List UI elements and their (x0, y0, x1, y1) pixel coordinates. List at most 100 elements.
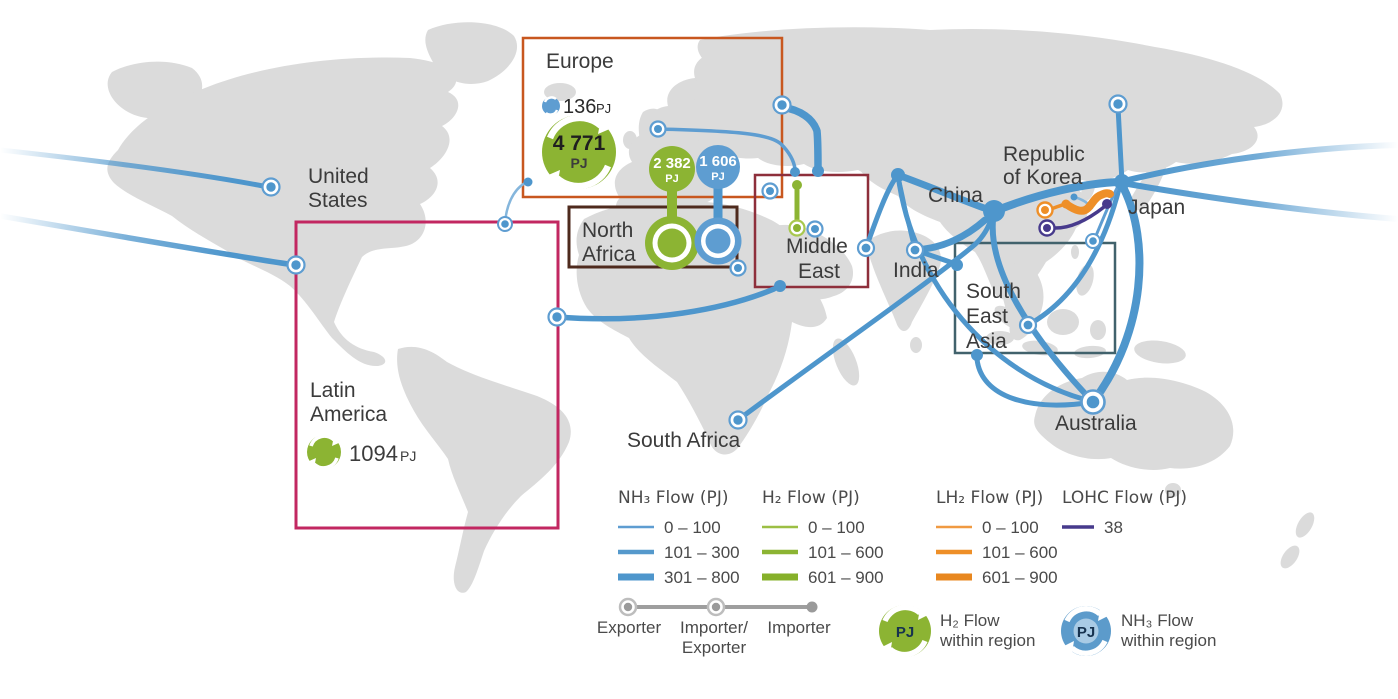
exporter-ring-australia (1080, 389, 1106, 415)
region-label-north-africa-2: Africa (582, 243, 636, 266)
region-label-south-africa: South Africa (627, 429, 741, 452)
h2-ring-me (788, 219, 806, 237)
legend-lh2-range-2: 101 – 600 (982, 543, 1058, 562)
region-label-europe: Europe (546, 50, 614, 73)
flow-circles: 4 771 PJ 136 PJ 2 382 PJ 1 606 PJ (307, 96, 742, 470)
europe-box (521, 36, 784, 199)
importer-dot-sea-south (971, 349, 983, 361)
legend-lh2-range-3: 601 – 900 (982, 568, 1058, 587)
na-nh3-value: 1 606 (699, 153, 737, 170)
europe-nh3-within-value: 136 (563, 96, 596, 118)
legend-lohc-title: LOHC Flow (PJ) (1062, 488, 1187, 508)
importer-dot-china (983, 200, 1005, 222)
legend: NH₃ Flow (PJ) 0 – 100 101 – 300 301 – 80… (597, 488, 1216, 658)
flow-russia-to-japan (1115, 104, 1125, 185)
exporter-ring-me-inner (806, 220, 824, 238)
legend-lh2-range-1: 0 – 100 (982, 518, 1039, 537)
legend-nh3-range-3: 301 – 800 (664, 568, 740, 587)
region-label-india: India (893, 259, 939, 282)
region-labels: Europe United States Latin America North… (308, 50, 1185, 452)
lohc-dot-japan (1102, 199, 1112, 209)
exporter-ring-uk (649, 120, 667, 138)
region-label-middle-east-1: Middle (786, 235, 848, 258)
importer-dot-me-top2 (812, 165, 824, 177)
middle-east-box (753, 173, 870, 289)
legend-importer-label: Importer (767, 618, 831, 637)
lohc-ring-korea (1038, 219, 1056, 237)
legend-importer-dot (806, 601, 818, 613)
north-africa-h2-value-bubble: 2 382 PJ (649, 146, 695, 192)
legend-nh3-badge-label-1: NH₃ Flow (1121, 611, 1194, 630)
south-east-asia-box (953, 241, 1117, 355)
latam-h2-within-unit: PJ (400, 448, 416, 464)
europe-nh3-within-icon (542, 96, 560, 116)
region-label-korea-1: Republic (1003, 143, 1085, 166)
north-africa-nh3-export-circle (694, 217, 742, 265)
legend-nh3-badge-pj: PJ (1077, 624, 1095, 641)
region-label-sea-1: South (966, 280, 1021, 303)
region-label-japan: Japan (1128, 196, 1185, 219)
legend-h2-range-3: 601 – 900 (808, 568, 884, 587)
na-nh3-unit: PJ (711, 171, 724, 183)
legend-lohc-range-1: 38 (1104, 518, 1123, 537)
exporter-ring-me-west (761, 182, 779, 200)
legend-nh3-title: NH₃ Flow (PJ) (618, 488, 728, 508)
region-label-latin-america-1: Latin (310, 379, 356, 402)
importer-dot-me-bottom (774, 280, 786, 292)
flow-north-europe-to-middle-east (778, 103, 822, 172)
exporter-ring-sea-inner (1018, 315, 1038, 335)
region-label-united-states-1: United (308, 165, 369, 188)
flow-pacific-to-us-north (0, 147, 266, 189)
legend-exporter-label: Exporter (597, 618, 662, 637)
region-label-united-states-2: States (308, 189, 368, 212)
legend-importer-exporter-label-1: Importer/ (680, 618, 748, 637)
latam-h2-within-value: 1094 (349, 441, 398, 466)
flow-korea-to-japan-lohc (1051, 205, 1106, 230)
flow-hub-to-china (894, 171, 988, 212)
legend-nh3-range-2: 101 – 300 (664, 543, 740, 562)
north-africa-h2-export-circle (645, 216, 699, 270)
legend-lh2-title: LH₂ Flow (PJ) (936, 488, 1043, 508)
importer-dot-central-asia (891, 168, 905, 182)
legend-h2-badge-label-1: H₂ Flow (940, 611, 1000, 630)
region-label-middle-east-2: East (798, 260, 840, 283)
legend-h2-range-1: 0 – 100 (808, 518, 865, 537)
legend-importer-exporter-label-2: Exporter (682, 638, 747, 657)
importer-dot-japan-hub (1114, 174, 1130, 190)
region-label-north-africa-1: North (582, 219, 633, 242)
importer-dot-europe (523, 177, 533, 187)
legend-h2-title: H₂ Flow (PJ) (762, 488, 860, 508)
legend-node-markers: Exporter Importer/ Exporter Importer (597, 597, 831, 657)
h2-dot-me (792, 180, 802, 190)
exporter-ring-india (905, 240, 925, 260)
region-label-china: China (928, 184, 983, 207)
flow-japan-to-pacific-north (1125, 142, 1398, 183)
exporter-ring-south-africa (728, 410, 748, 430)
flow-japan-to-pacific-south (1125, 181, 1398, 222)
exporter-ring-me-east (856, 238, 876, 258)
region-label-australia: Australia (1055, 412, 1137, 435)
north-africa-nh3-value-bubble: 1 606 PJ (696, 145, 740, 189)
europe-nh3-within-unit: PJ (596, 101, 611, 116)
legend-nh3-badge-label-2: within region (1120, 631, 1216, 650)
flow-australia-to-sea (974, 356, 1096, 408)
h2-lh2-lohc-flow-lines (667, 183, 1114, 230)
na-h2-unit: PJ (665, 173, 678, 185)
flow-korea-to-japan-lh2 (1062, 189, 1114, 215)
flow-latam-to-middle-east (554, 286, 777, 322)
exporter-rings (261, 94, 1128, 430)
region-boxes (294, 36, 1117, 530)
legend-nh3-within-badge: PJ NH₃ Flow within region (1061, 606, 1216, 656)
legend-h2-badge-pj: PJ (896, 624, 914, 641)
legend-h2-within-badge: PJ H₂ Flow within region (879, 604, 1035, 658)
latam-h2-within-icon (307, 434, 341, 470)
europe-h2-within-value: 4 771 (553, 132, 606, 155)
flow-australia-to-china (989, 217, 1096, 405)
europe-h2-within-unit: PJ (570, 155, 587, 171)
region-label-korea-2: of Korea (1003, 166, 1083, 189)
flow-sea-to-japan (1025, 186, 1122, 328)
exporter-ring-latam-right (547, 307, 567, 327)
flow-pacific-to-us-south (0, 213, 291, 267)
importer-dot-me-top1 (790, 167, 800, 177)
